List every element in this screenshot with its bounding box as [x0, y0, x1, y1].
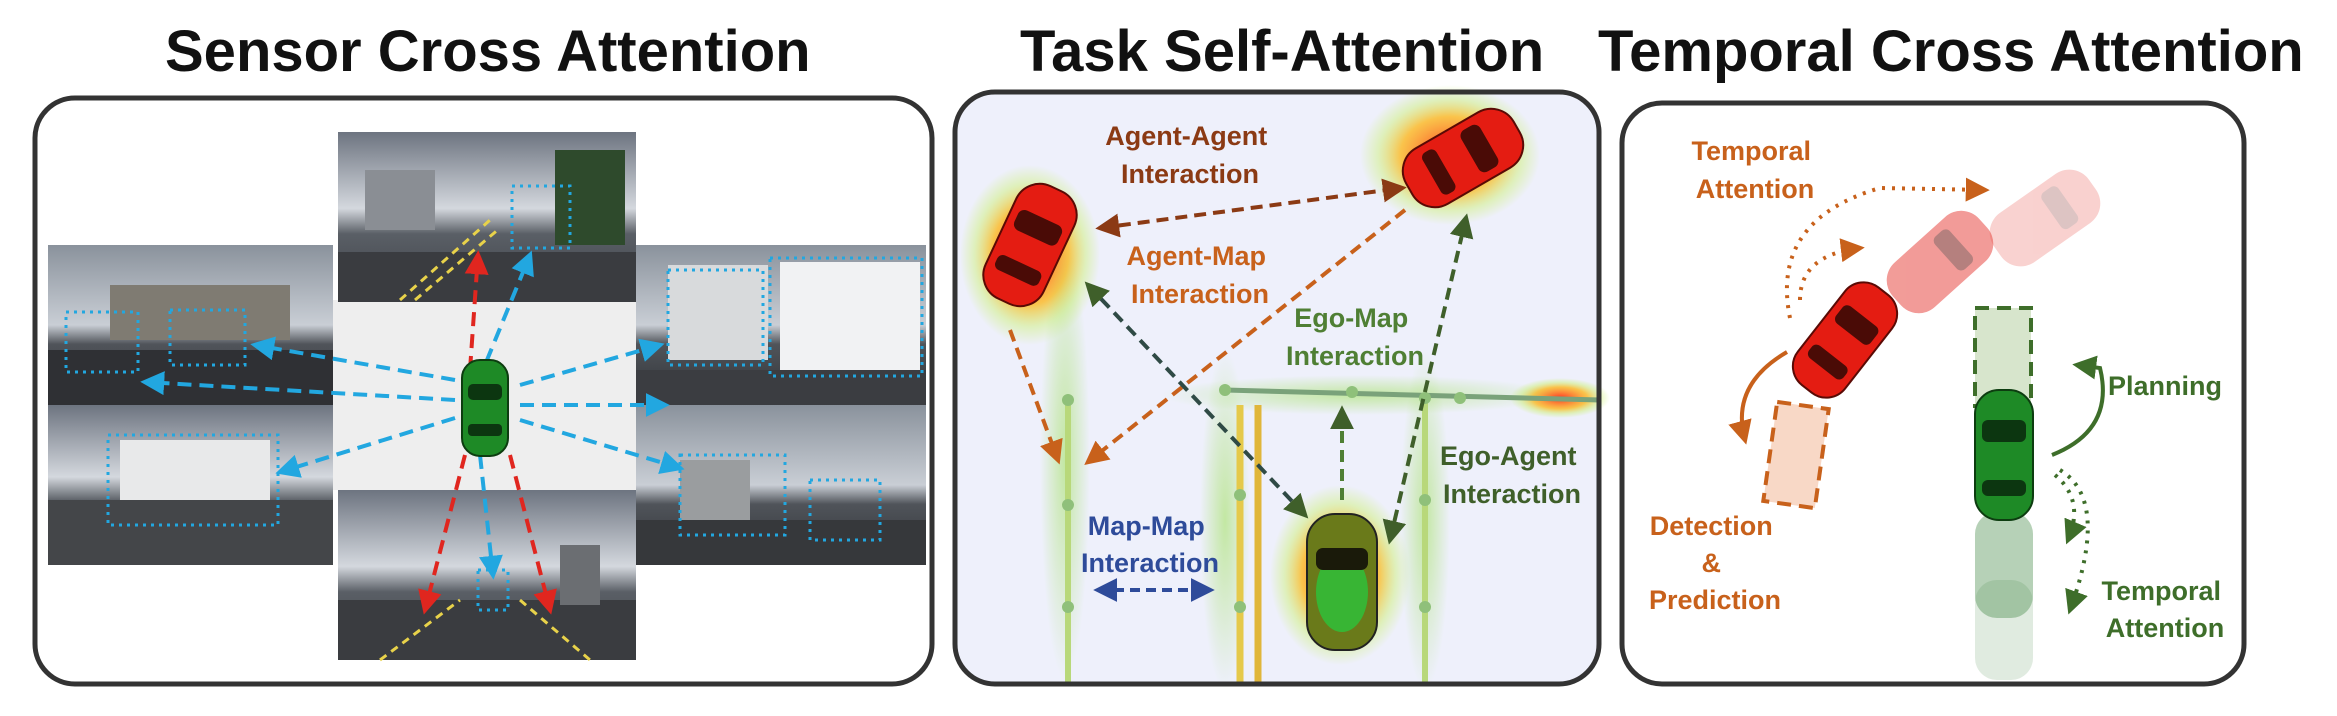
label-ego-map: Ego-Map Interaction: [1286, 303, 1424, 371]
arrow-agent-agent: [1095, 178, 1407, 238]
sensor-detection-boxes: [64, 184, 924, 612]
temporal-attention-top-arrow-1: [1784, 177, 1990, 319]
task-panel: [952, 89, 1602, 687]
temporal-ego-history-2: [1975, 580, 2033, 680]
task-ego-car: [1306, 513, 1378, 651]
label-agent-agent: Agent-Agent Interaction: [1105, 121, 1275, 189]
arrow-ego-agent: [1382, 213, 1474, 545]
label-map-map: Map-Map Interaction: [1081, 511, 1219, 578]
label-ego-agent: Ego-Agent Interaction: [1440, 441, 1584, 509]
arrow-agent-ego: [1084, 281, 1309, 519]
camera-back: [338, 490, 636, 660]
task-agent-car-left: [982, 182, 1078, 308]
temporal-title: Temporal Cross Attention: [1598, 19, 2304, 84]
camera-front-left: [48, 245, 333, 405]
camera-back-right: [636, 405, 926, 565]
sensor-ego-car: [461, 359, 509, 457]
label-temporal-attention-top: Temporal Attention: [1691, 136, 1818, 204]
label-temporal-attention-bottom: Temporal Attention: [2101, 576, 2228, 643]
temporal-detection-box: [1761, 399, 1831, 511]
temporal-detection-arrow: [1728, 350, 1789, 445]
temporal-ego-history-1: [1975, 512, 2033, 618]
label-agent-map: Agent-Map Interaction: [1127, 241, 1274, 309]
task-agent-car-right: [1401, 107, 1525, 209]
arrow-agent-map-right: [1084, 208, 1407, 465]
temporal-history-car-2: [1989, 169, 2101, 267]
sensor-red-arrows: [418, 250, 557, 615]
sensor-title: Sensor Cross Attention: [165, 19, 811, 84]
camera-front: [338, 132, 636, 302]
task-title: Task Self-Attention: [1020, 19, 1545, 84]
sensor-blue-arrows: [140, 250, 685, 580]
label-planning: Planning: [2108, 371, 2222, 401]
arrow-agent-map-left: [1008, 329, 1063, 465]
camera-front-right: [636, 245, 926, 405]
temporal-ego-car: [1974, 389, 2034, 521]
temporal-panel: [1619, 100, 2247, 687]
temporal-agent-car: [1791, 281, 1899, 399]
sensor-lane-lines: [379, 218, 591, 662]
label-detection-prediction: Detection & Prediction: [1649, 511, 1781, 615]
camera-back-left: [48, 405, 333, 565]
temporal-history-car-1: [1886, 210, 1994, 314]
temporal-planning-arrow: [2051, 355, 2105, 457]
